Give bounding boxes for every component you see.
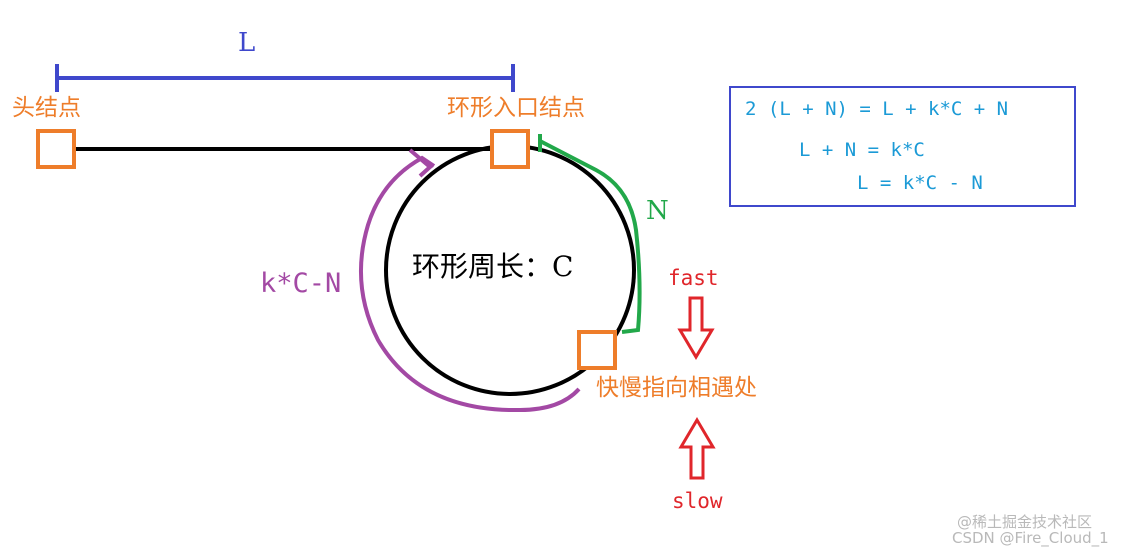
kCN-arc bbox=[358, 148, 581, 413]
formula-line-3: L = k*C - N bbox=[857, 172, 983, 194]
formula-box: 2 (L + N) = L + k*C + N L + N = k*C L = … bbox=[729, 86, 1076, 207]
fast-label: fast bbox=[668, 266, 719, 290]
head-node-square bbox=[36, 129, 76, 169]
watermark-juejin: @稀土掘金技术社区 bbox=[957, 513, 1093, 531]
N-label: N bbox=[646, 196, 669, 226]
length-L-bar bbox=[55, 64, 515, 92]
kCN-label: k*C-N bbox=[260, 268, 342, 299]
slow-up-arrow-icon bbox=[678, 417, 716, 480]
fast-down-arrow-icon bbox=[677, 296, 715, 360]
formula-line-1: 2 (L + N) = L + k*C + N bbox=[745, 98, 1009, 120]
entry-node-label: 环形入口结点 bbox=[447, 95, 585, 121]
head-node-label: 头结点 bbox=[12, 95, 81, 121]
formula-line-2: L + N = k*C bbox=[799, 139, 925, 161]
N-arc bbox=[538, 134, 642, 334]
length-label: L bbox=[238, 28, 256, 58]
watermark-csdn: CSDN @Fire_Cloud_1 bbox=[952, 529, 1109, 547]
meeting-node-square bbox=[577, 330, 617, 370]
circumference-label: 环形周长：C bbox=[412, 250, 574, 283]
slow-label: slow bbox=[672, 489, 723, 513]
meeting-point-label: 快慢指向相遇处 bbox=[596, 375, 757, 401]
entry-node-square bbox=[490, 129, 530, 169]
